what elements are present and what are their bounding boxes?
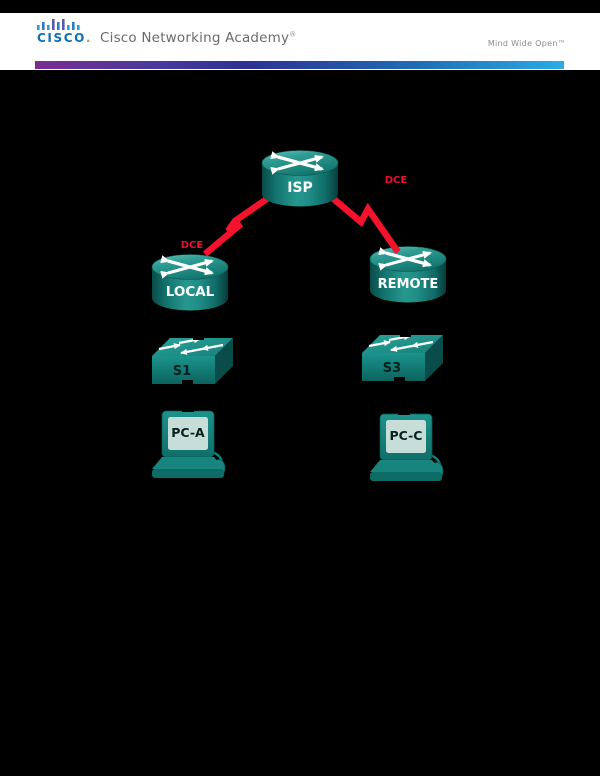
router-local: LOCAL xyxy=(152,255,228,311)
top-black-bar xyxy=(0,0,600,13)
switch-s1-label: S1 xyxy=(173,364,191,379)
router-local-label: LOCAL xyxy=(166,284,215,300)
pc-a-uplink-stub xyxy=(182,406,194,412)
switch-s3-downlink-stub xyxy=(394,377,405,383)
cisco-wordmark-suffix: . xyxy=(85,31,91,45)
switch-icon-s1 xyxy=(152,338,233,384)
router-icon-local xyxy=(152,255,228,311)
pc-c: PC-C xyxy=(368,409,445,483)
switch-s1-downlink-stub xyxy=(182,380,193,386)
network-topology-diagram: LOCAL REMOTE ISP DCE DCE S1 S3 xyxy=(0,70,600,483)
router-icon-remote xyxy=(370,247,446,303)
switch-icon-s3 xyxy=(362,335,443,381)
serial-link-isp-local xyxy=(202,193,273,257)
router-isp: ISP xyxy=(262,151,338,207)
pc-a-label: PC-A xyxy=(171,425,205,440)
dce-label-local-link: DCE xyxy=(181,240,204,251)
cisco-logo: CISCO. xyxy=(37,16,127,56)
serial-link-isp-remote xyxy=(326,192,401,254)
switch-s1-uplink-stub xyxy=(193,333,204,340)
slogan-text: Mind Wide Open™ xyxy=(487,39,566,48)
cisco-bridge-icon xyxy=(37,19,80,30)
pc-icon-pc-a xyxy=(150,409,227,480)
header-gradient-bar xyxy=(35,61,564,69)
router-isp-label: ISP xyxy=(287,180,313,196)
cisco-wordmark: CISCO. xyxy=(37,31,91,45)
pc-a: PC-A xyxy=(150,406,227,480)
router-remote: REMOTE xyxy=(370,247,446,303)
dce-label-remote-link: DCE xyxy=(385,175,408,186)
switch-s3-uplink-stub xyxy=(400,330,411,337)
pc-c-label: PC-C xyxy=(390,428,423,443)
router-remote-label: REMOTE xyxy=(378,277,439,292)
switch-s1: S1 xyxy=(152,333,233,386)
pc-icon-pc-c xyxy=(368,412,445,483)
header-band: CISCO. Cisco Networking Academy® Mind Wi… xyxy=(0,13,600,70)
switch-s3-label: S3 xyxy=(383,361,401,376)
registered-mark: ® xyxy=(289,30,297,39)
switch-s3: S3 xyxy=(362,330,443,383)
router-icon-isp xyxy=(262,151,338,207)
academy-title: Cisco Networking Academy® xyxy=(100,30,297,46)
pc-c-uplink-stub xyxy=(398,409,410,415)
